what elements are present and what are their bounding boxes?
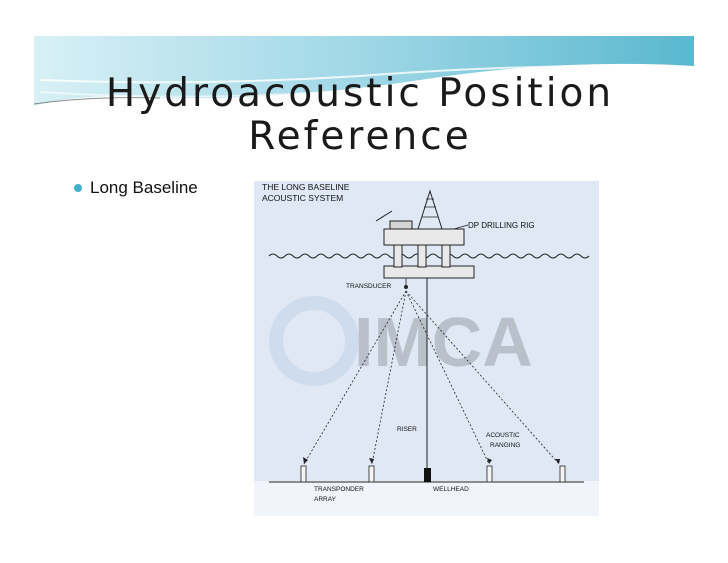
figure-heading-line-1: THE LONG BASELINE — [262, 182, 350, 192]
watermark-text: IMCA — [354, 303, 533, 381]
seabed-area — [254, 481, 599, 516]
rig-label: DP DRILLING RIG — [468, 221, 535, 230]
wellhead-icon — [424, 468, 431, 482]
slide-title-line-1: Hydroacoustic Position — [105, 71, 615, 116]
long-baseline-diagram: IMCA THE LONG BASELINE ACOUSTIC SYSTEM D… — [254, 181, 599, 516]
bullet-dot-icon — [74, 184, 82, 192]
transducer-icon — [404, 285, 408, 289]
acoustic-label-line-1: ACOUSTIC — [486, 432, 520, 439]
bullet-item: Long Baseline — [74, 178, 198, 198]
transponder-label-line-1: TRANSPONDER — [314, 486, 364, 493]
slide-title-line-2: Reference — [248, 114, 472, 159]
wellhead-label: WELLHEAD — [433, 486, 469, 493]
transducer-label: TRANSDUCER — [346, 283, 391, 290]
slide-title: Hydroacoustic Position Reference — [60, 72, 660, 158]
watermark: IMCA — [269, 296, 533, 386]
bullet-text: Long Baseline — [90, 178, 198, 197]
acoustic-label-line-2: RANGING — [490, 442, 520, 449]
drilling-rig-icon — [375, 189, 475, 279]
transponder-label-line-2: ARRAY — [314, 496, 337, 503]
rig-label-leader — [453, 224, 469, 230]
riser-label: RISER — [397, 426, 417, 433]
ranging-arrowheads — [303, 457, 560, 464]
transponder-icons — [300, 465, 566, 483]
sea-surface-line — [268, 253, 590, 259]
header-wave-banner — [33, 36, 695, 106]
watermark-gear-icon — [269, 296, 359, 386]
figure-heading-line-2: ACOUSTIC SYSTEM — [262, 193, 343, 203]
acoustic-ranging-lines — [303, 290, 560, 465]
